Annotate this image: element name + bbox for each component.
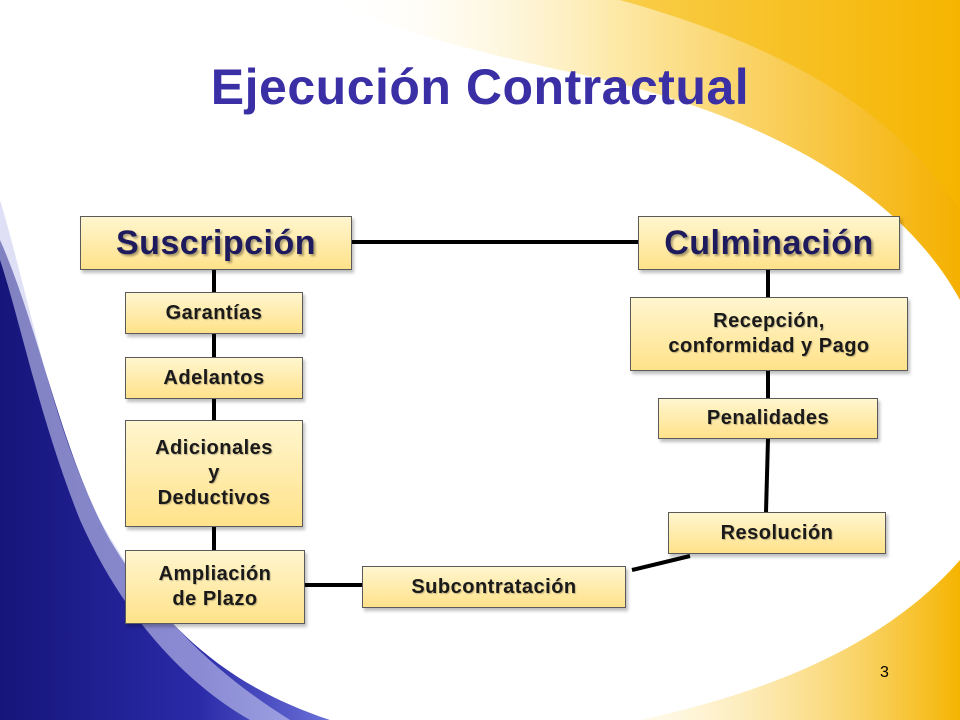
box-ampliacion-line1: Ampliación xyxy=(158,563,272,585)
connector-penalidades-resolucion xyxy=(764,438,770,513)
box-suscripcion-label: Suscripción xyxy=(115,223,317,262)
gold-wave-accent xyxy=(620,0,960,210)
gold-wave-bottom xyxy=(640,560,960,720)
box-subcontratacion-label: Subcontratación xyxy=(411,575,577,598)
box-resolucion: Resolución xyxy=(668,512,886,554)
box-recepcion-conformidad-pago: Recepción, conformidad y Pago xyxy=(630,297,908,371)
connector-subcontratacion-resolucion xyxy=(631,554,691,572)
box-recepcion-line1: Recepción, xyxy=(713,310,825,332)
box-adicionales-line1: Adicionales xyxy=(155,437,273,459)
box-ampliacion-plazo: Ampliación de Plazo xyxy=(125,550,305,624)
box-recepcion-line2: conformidad y Pago xyxy=(668,335,870,357)
box-adicionales-deductivos: Adicionales y Deductivos xyxy=(125,420,303,527)
box-garantias: Garantías xyxy=(125,292,303,334)
box-adicionales-line2: y xyxy=(208,462,220,484)
box-suscripcion: Suscripción xyxy=(80,216,352,270)
page-title: Ejecución Contractual xyxy=(210,59,750,115)
box-adelantos: Adelantos xyxy=(125,357,303,399)
gold-wave-top xyxy=(330,0,960,300)
box-penalidades: Penalidades xyxy=(658,398,878,439)
box-culminacion-label: Culminación xyxy=(664,223,874,262)
box-adelantos-label: Adelantos xyxy=(163,366,265,389)
box-adicionales-line3: Deductivos xyxy=(157,487,271,509)
box-resolucion-label: Resolución xyxy=(720,521,834,544)
navy-wave-left xyxy=(0,240,330,720)
box-garantias-label: Garantías xyxy=(165,301,263,324)
box-ampliacion-line2: de Plazo xyxy=(172,588,258,610)
box-penalidades-label: Penalidades xyxy=(706,407,830,429)
box-subcontratacion: Subcontratación xyxy=(362,566,626,608)
box-culminacion: Culminación xyxy=(638,216,900,270)
page-number: 3 xyxy=(880,664,889,681)
